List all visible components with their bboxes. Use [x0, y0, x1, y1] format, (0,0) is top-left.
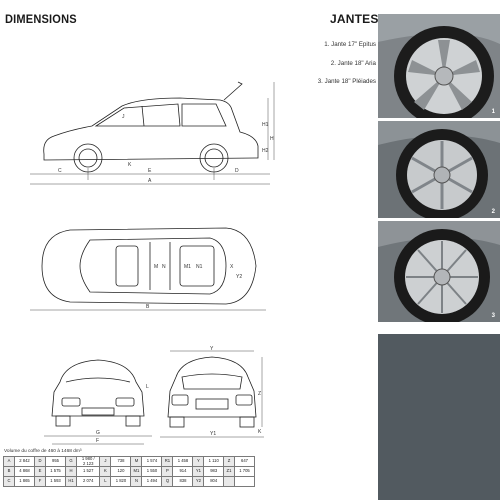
- car-side-view-drawing: C K E D A H1 H H2 J: [30, 81, 275, 185]
- spec-value-cell: 1 980 / 2 123: [75, 456, 101, 467]
- dimensions-title: DIMENSIONS: [5, 12, 77, 26]
- spec-code-cell: L: [99, 476, 112, 487]
- spec-value-cell: 1 527: [75, 466, 101, 477]
- spec-code-cell: Y2: [192, 476, 205, 487]
- front-label-l: L: [146, 384, 149, 390]
- spec-code-cell: N: [130, 476, 143, 487]
- spec-value-cell: 4 868: [14, 466, 35, 477]
- rear-label-y: Y: [210, 346, 214, 352]
- rear-label-z: Z: [258, 391, 261, 397]
- spec-code-cell: Z1: [222, 466, 235, 477]
- spec-value-cell: 1 494: [141, 476, 163, 487]
- spec-value-cell: 804: [203, 476, 224, 487]
- spec-value-cell: 914: [172, 466, 194, 477]
- rear-label-y1: Y1: [210, 431, 216, 437]
- top-label-n1: N1: [196, 264, 203, 270]
- rear-label-k: K: [258, 429, 262, 435]
- spec-code-cell: M: [130, 456, 143, 467]
- spec-value-cell: 2 842: [14, 456, 35, 467]
- spec-code-cell: K: [99, 466, 112, 477]
- spec-code-cell: Y1: [192, 466, 205, 477]
- side-label-c: C: [58, 168, 62, 174]
- side-label-h2: H2: [262, 148, 269, 154]
- car-top-view-drawing: M N M1 N1 X Y2 B: [30, 227, 266, 311]
- side-label-k: K: [128, 162, 132, 168]
- trunk-volume-note: Volume du coffre de 460 à 1468 dm³: [4, 449, 82, 454]
- wheel-number-3: 3: [491, 313, 495, 319]
- spec-code-cell: C: [3, 476, 15, 487]
- top-label-y2: Y2: [236, 274, 242, 280]
- spec-code-cell: H: [65, 466, 77, 477]
- spec-value-cell: 1 458: [172, 456, 194, 467]
- jante-label-2: 2. Jante 18" Aria: [330, 60, 376, 67]
- jante-label-1: 1. Jante 17" Epitus: [324, 41, 376, 48]
- spec-code-cell: G: [65, 456, 77, 467]
- top-label-n: N: [162, 264, 166, 270]
- spec-value-cell: 1 574: [141, 456, 163, 467]
- spec-value-cell: 1 593: [45, 476, 66, 487]
- spec-code-cell: Y: [192, 456, 205, 467]
- side-label-a: A: [148, 178, 152, 184]
- spec-value-cell: 120: [110, 466, 132, 477]
- spec-code-cell: J: [99, 456, 112, 467]
- spec-code-cell: Q: [161, 476, 174, 487]
- side-label-d: D: [235, 168, 239, 174]
- spec-value-cell: 1 575: [45, 466, 66, 477]
- car-rear-view-drawing: Y Y1 Z K: [160, 346, 264, 438]
- spec-value-cell: 647: [233, 456, 256, 467]
- spec-value-cell: 1 110: [203, 456, 224, 467]
- top-label-m: M: [154, 264, 158, 270]
- spec-code-cell: [222, 476, 235, 487]
- spec-value-cell: 955: [45, 456, 66, 467]
- spec-value-cell: 1 820: [110, 476, 132, 487]
- top-label-b: B: [146, 304, 150, 310]
- wheel-number-2: 2: [491, 209, 495, 215]
- side-label-j: J: [122, 114, 125, 120]
- spec-value-cell: 983: [203, 466, 224, 477]
- front-label-f: F: [96, 438, 99, 444]
- spec-code-cell: E: [34, 466, 46, 477]
- jantes-title: JANTES: [330, 12, 379, 26]
- spec-code-cell: B: [3, 466, 15, 477]
- spec-code-cell: D: [34, 456, 46, 467]
- spec-value-cell: 1 550: [141, 466, 163, 477]
- spec-code-cell: Z: [222, 456, 235, 467]
- spec-value-cell: 2 074: [75, 476, 101, 487]
- spec-value-cell: 838: [172, 476, 194, 487]
- spec-value-cell: [233, 476, 256, 487]
- spec-code-cell: A: [3, 456, 15, 467]
- front-label-g: G: [96, 430, 100, 436]
- side-label-e: E: [148, 168, 152, 174]
- spec-code-cell: R1: [161, 456, 174, 467]
- wheel-photo-3: 3: [378, 221, 500, 322]
- side-label-h1: H1: [262, 122, 269, 128]
- top-label-x: X: [230, 264, 234, 270]
- wheel-photo-2: 2: [378, 121, 500, 218]
- spec-code-cell: F: [34, 476, 46, 487]
- spec-value-cell: 1 705: [233, 466, 256, 477]
- spec-value-cell: 738: [110, 456, 132, 467]
- spec-code-cell: P: [161, 466, 174, 477]
- wheel-number-1: 1: [491, 109, 495, 115]
- car-front-view-drawing: G F L: [44, 359, 152, 445]
- top-label-m1: M1: [184, 264, 191, 270]
- decorative-gray-block: [378, 334, 500, 500]
- spec-code-cell: M1: [130, 466, 143, 477]
- spec-value-cell: 1 865: [14, 476, 35, 487]
- spec-code-cell: H1: [65, 476, 77, 487]
- wheel-photo-1: 1: [378, 14, 500, 118]
- jante-label-3: 3. Jante 18" Pléiades: [317, 78, 376, 85]
- side-label-h: H: [270, 136, 274, 142]
